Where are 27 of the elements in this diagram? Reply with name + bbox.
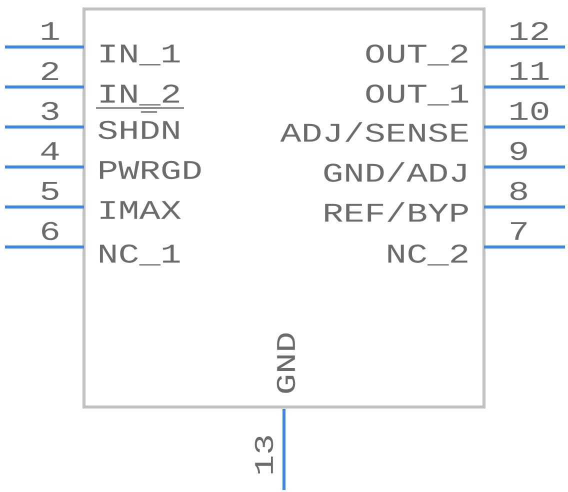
pin-number: 4 — [41, 142, 59, 160]
pin-name: ADJ/SENSE — [280, 122, 468, 142]
pin-number: 11 — [510, 62, 549, 80]
pin-name: IN_1 — [100, 44, 180, 66]
pin-name: NC_1 — [100, 244, 180, 266]
pin-number: 7 — [510, 222, 527, 240]
pin-number: 1 — [42, 22, 59, 40]
pin-name: GND/ADJ — [324, 162, 466, 182]
pin-name: OUT_1 — [366, 84, 468, 106]
pin-number: 9 — [510, 142, 527, 160]
pin-number: 6 — [42, 222, 58, 240]
pin-name: SHDN — [98, 120, 179, 140]
pin-name: GND — [276, 333, 296, 393]
pin-name: IN_2 — [100, 84, 179, 106]
pin-number: 2 — [42, 62, 58, 80]
pin-number: 10 — [510, 102, 548, 120]
pin-name: IMAX — [100, 201, 181, 219]
pin-number: 5 — [42, 182, 58, 200]
pin-number: 3 — [42, 102, 58, 120]
chip-body — [82, 8, 486, 408]
pin-name: PWRGD — [100, 160, 201, 180]
pin-name: NC_2 — [388, 244, 468, 266]
pin-name: REF/BYP — [325, 202, 468, 222]
pin-name: OUT_2 — [366, 44, 468, 66]
pin-number: 8 — [510, 182, 527, 200]
pin-number: 13 — [254, 436, 274, 474]
pin-number: 12 — [510, 22, 548, 40]
